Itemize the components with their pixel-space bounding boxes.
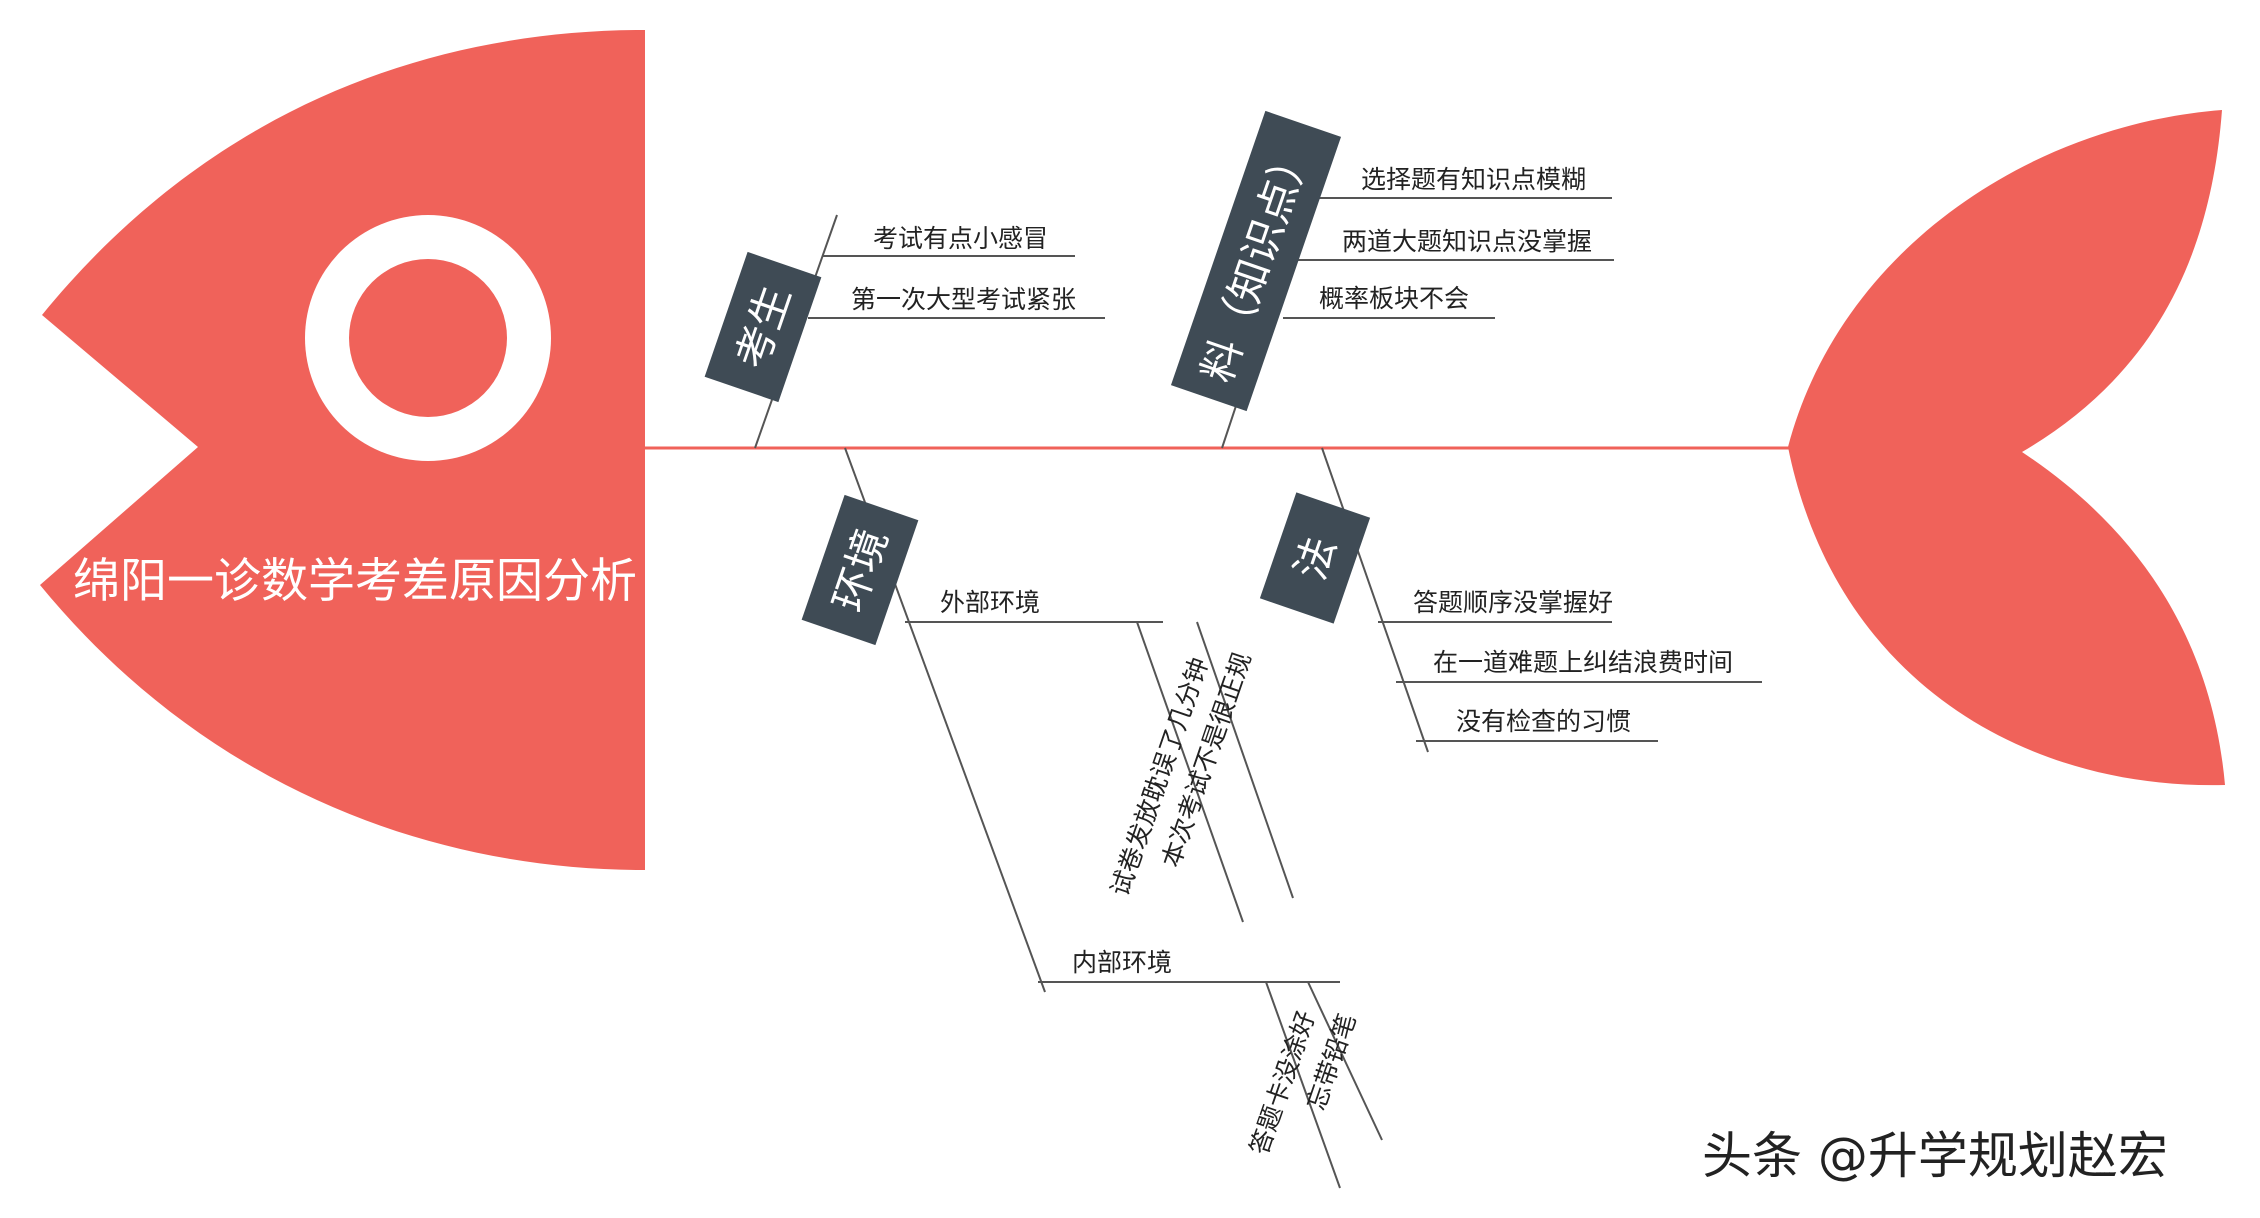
- internal-cause-line-1: [1265, 981, 1341, 1189]
- watermark: 头条 @升学规划赵宏: [1702, 1127, 2168, 1185]
- fish-head: [40, 30, 645, 870]
- internal-cause-line-2: [1307, 981, 1383, 1141]
- category-student: 考试有点小感冒 第一次大型考试紧张 考生: [704, 214, 1105, 449]
- category-material: 选择题有知识点模糊 两道大题知识点没掌握 概率板块不会 料（知识点）: [1170, 110, 1614, 449]
- student-category-box: [704, 251, 822, 403]
- material-cause-3: 概率板块不会: [1319, 284, 1469, 313]
- category-method: 答题顺序没掌握好 在一道难题上纠结浪费时间 没有检查的习惯 法: [1259, 447, 1762, 753]
- environment-category-box: [801, 494, 919, 646]
- student-cause-2: 第一次大型考试紧张: [851, 285, 1076, 314]
- internal-label: 内部环境: [1072, 948, 1172, 977]
- fish-tail: [1788, 110, 2225, 786]
- external-cause-line-1: [1136, 621, 1244, 923]
- material-category-box: [1170, 110, 1342, 412]
- method-bone: [1321, 447, 1429, 753]
- material-cause-1: 选择题有知识点模糊: [1361, 165, 1586, 194]
- method-category-box: [1259, 492, 1371, 624]
- student-cause-1: 考试有点小感冒: [873, 224, 1048, 253]
- external-cause-line-2: [1196, 621, 1294, 899]
- diagram-title: 绵阳一诊数学考差原因分析: [73, 554, 637, 609]
- material-cause-2: 两道大题知识点没掌握: [1342, 227, 1592, 256]
- external-label: 外部环境: [940, 588, 1040, 617]
- method-cause-1: 答题顺序没掌握好: [1413, 588, 1613, 617]
- fish-eye-pupil: [349, 259, 507, 417]
- method-cause-3: 没有检查的习惯: [1456, 707, 1631, 736]
- method-cause-2: 在一道难题上纠结浪费时间: [1433, 648, 1733, 677]
